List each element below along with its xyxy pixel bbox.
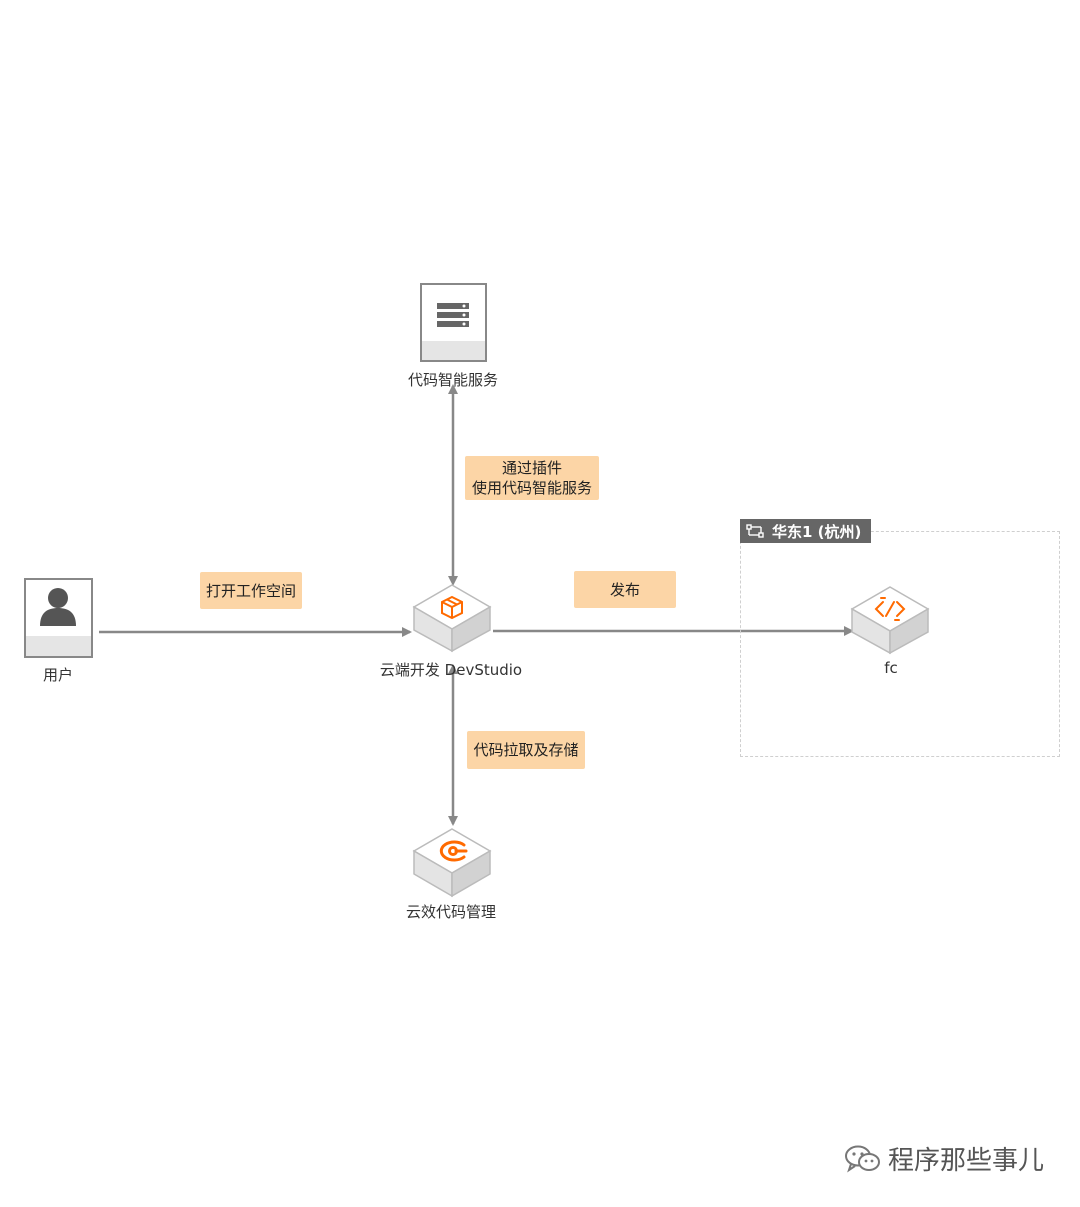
user-icon [40,588,76,626]
fc-label: fc [884,659,898,677]
codeup-label: 云效代码管理 [405,903,497,921]
region-tag: 华东1 (杭州) [740,519,872,543]
wechat-icon [844,1145,880,1172]
region-label: 华东1 (杭州) [772,522,862,541]
codeup-icon [439,840,468,862]
region-boundary [740,531,1060,757]
user-label: 用户 [42,666,74,684]
plugin-label-line2: 使用代码智能服务 [471,479,592,497]
devstudio-label: 云端开发 DevStudio [379,661,523,679]
code-ai-label: 代码智能服务 [407,371,499,389]
plugin-label: 通过插件 使用代码智能服务 [465,456,599,500]
plugin-label-line1: 通过插件 [501,459,562,477]
devstudio-node [412,584,492,653]
code-ai-node [420,283,487,362]
user-node [24,578,93,658]
publish-label: 发布 [574,571,676,608]
watermark-text: 程序那些事儿 [887,1146,1044,1176]
server-icon [437,303,469,327]
region-icon [746,524,764,538]
open-workspace-label: 打开工作空间 [200,572,302,609]
cube-icon [441,595,463,620]
pull-store-label: 代码拉取及存储 [467,731,585,769]
watermark: 程序那些事儿 [844,1140,1044,1177]
fc-node [850,586,930,655]
function-compute-icon [874,597,906,621]
codeup-node [412,828,492,898]
